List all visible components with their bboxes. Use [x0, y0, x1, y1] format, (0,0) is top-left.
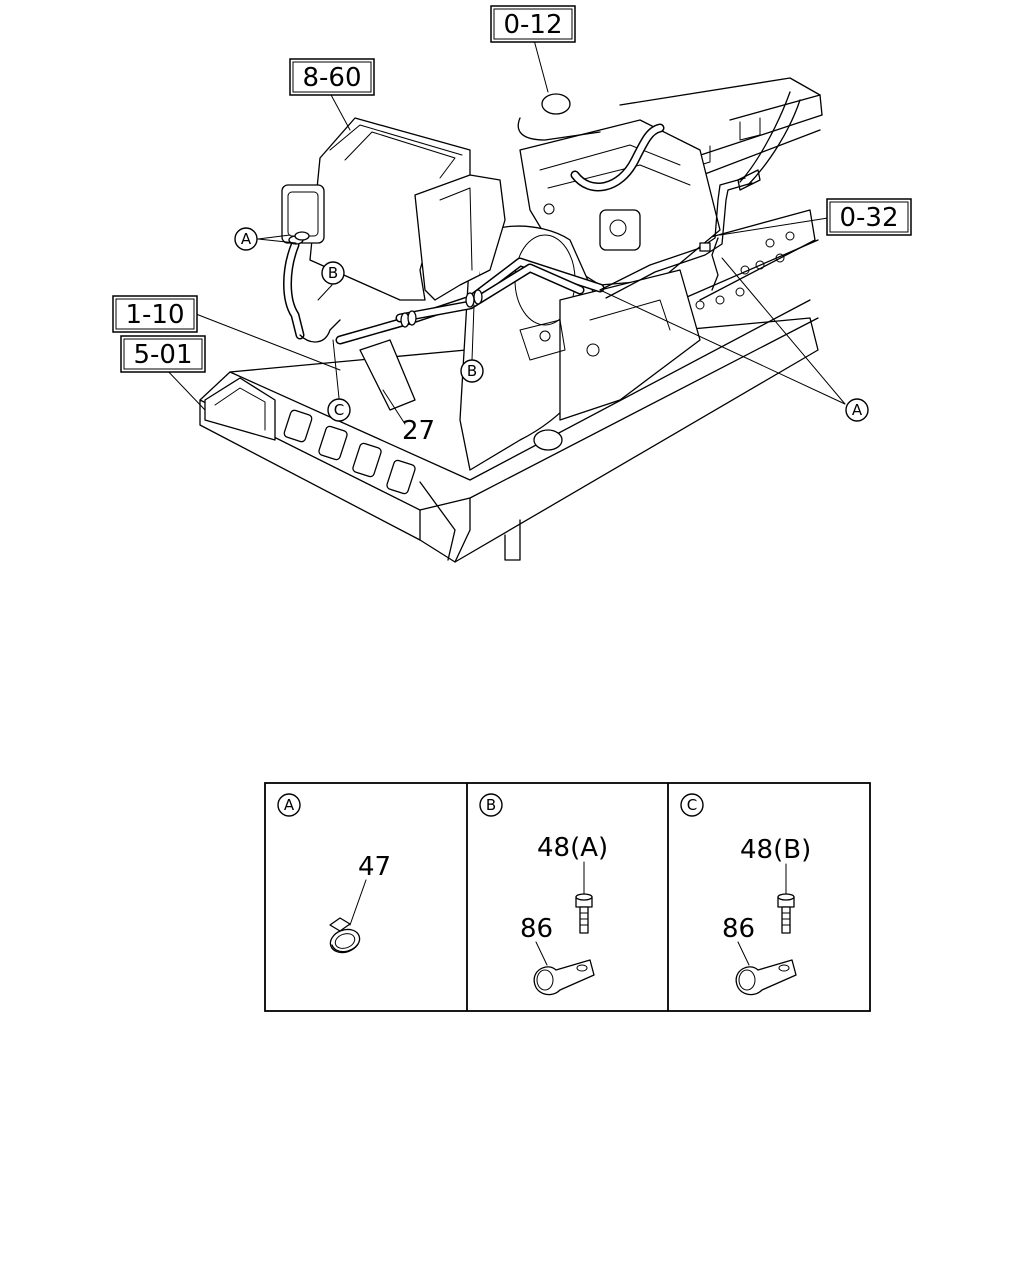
part-label-48b: 48(B) — [740, 835, 811, 865]
duct-27 — [359, 339, 416, 411]
callout-a-left: A — [234, 227, 258, 251]
ref-box-0-12: 0-12 — [490, 5, 576, 43]
callout-a-left-letter: A — [241, 230, 252, 248]
callout-b-upper-letter: B — [328, 264, 338, 282]
callout-c: C — [327, 398, 351, 422]
bolt-icon — [777, 893, 795, 934]
part-label-86-c: 86 — [722, 914, 755, 944]
hose-clamps — [288, 231, 483, 328]
part-label-86-b: 86 — [520, 914, 553, 944]
detail-panel-a: A 47 — [277, 793, 391, 954]
part-label-27: 27 — [402, 416, 435, 446]
detail-panel-c: C 48(B) 86 — [680, 793, 811, 996]
bolt-icon — [575, 893, 593, 934]
part-label-47: 47 — [358, 852, 391, 882]
ref-box-0-32: 0-32 — [826, 198, 912, 236]
callout-b-lower: B — [460, 359, 484, 383]
ref-box-5-01: 5-01 — [120, 335, 206, 373]
panel-a-letter: A — [284, 796, 295, 814]
ref-label-0-32: 0-32 — [839, 203, 898, 233]
panel-b-letter: B — [486, 796, 496, 814]
ref-label-8-60: 8-60 — [302, 63, 361, 93]
heater-unit — [281, 117, 506, 343]
detail-panel-b: B 48(A) 86 — [479, 793, 608, 996]
callout-b-upper: B — [321, 261, 345, 285]
callout-a-right: A — [845, 398, 869, 422]
pipe-clip-icon — [533, 959, 595, 996]
part-label-48a: 48(A) — [537, 833, 608, 863]
ref-box-8-60: 8-60 — [289, 58, 375, 96]
ref-label-0-12: 0-12 — [503, 10, 562, 40]
ref-box-1-10: 1-10 — [112, 295, 198, 333]
ref-label-1-10: 1-10 — [125, 300, 184, 330]
panel-c-letter: C — [687, 796, 697, 814]
leader-lines — [163, 39, 846, 425]
callout-a-right-letter: A — [852, 401, 863, 419]
pipe-clip-icon — [735, 959, 797, 996]
callout-c-letter: C — [334, 401, 344, 419]
callout-b-lower-letter: B — [467, 362, 477, 380]
ref-label-5-01: 5-01 — [133, 340, 192, 370]
hose-clamp-icon — [329, 917, 361, 954]
